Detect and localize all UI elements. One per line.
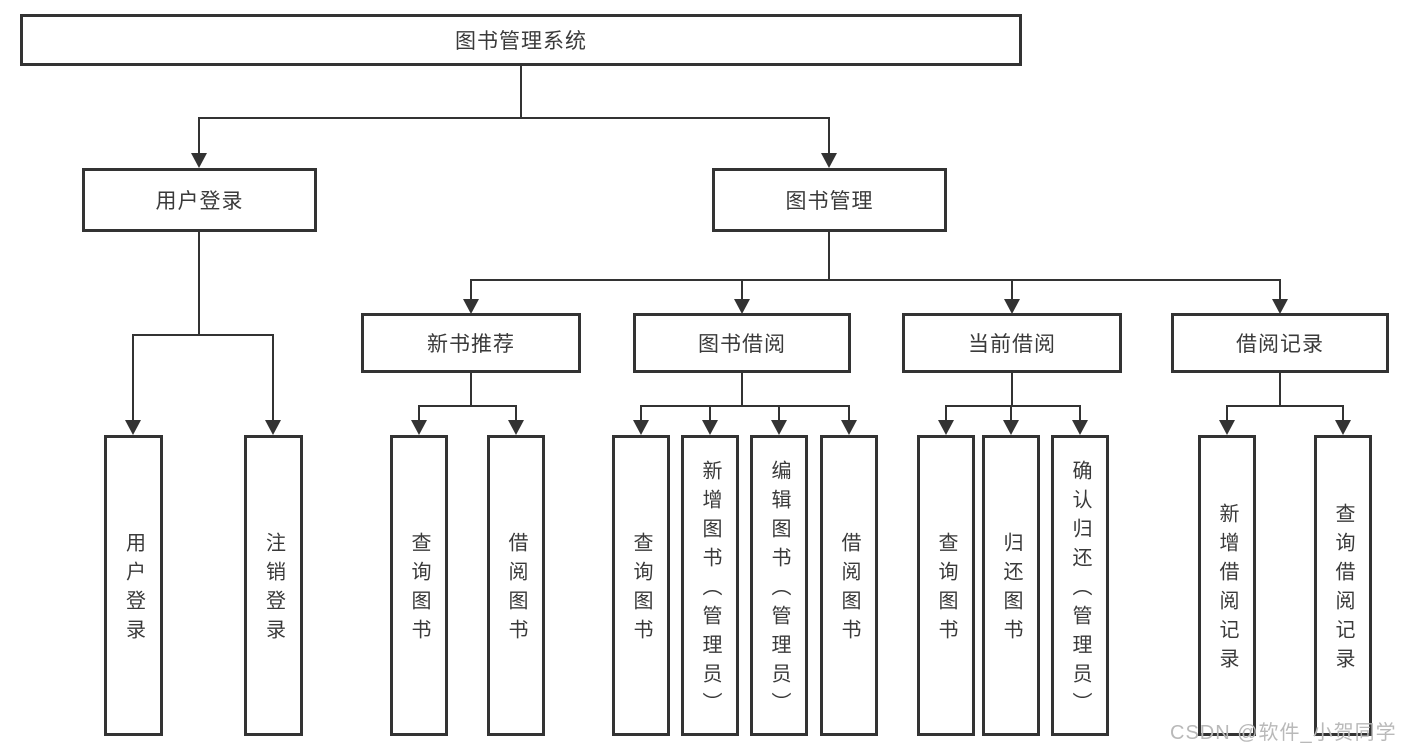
connector-line — [1226, 405, 1228, 422]
connector-line — [132, 334, 274, 336]
arrowhead-down-icon — [938, 420, 954, 435]
node-label: 查询图书 — [630, 532, 652, 648]
node-logout: 注销登录 — [244, 435, 303, 736]
node-label: 编辑图书（管理员） — [768, 459, 790, 721]
connector-line — [1226, 405, 1344, 407]
node-user-login: 用户登录 — [82, 168, 317, 232]
node-borrow-books-recommend: 借阅图书 — [487, 435, 545, 736]
connector-line — [945, 405, 947, 422]
node-add-books-admin: 新增图书（管理员） — [681, 435, 739, 736]
node-label: 归还图书 — [1000, 532, 1022, 648]
node-query-books-recommend: 查询图书 — [390, 435, 448, 736]
connector-line — [1342, 405, 1344, 422]
connector-line — [132, 334, 134, 422]
connector-line — [272, 334, 274, 422]
node-label: 注销登录 — [262, 532, 285, 648]
connector-line — [709, 405, 711, 422]
node-user-login-leaf: 用户登录 — [104, 435, 163, 736]
node-label: 确认归还（管理员） — [1069, 459, 1091, 721]
arrowhead-down-icon — [265, 420, 281, 435]
node-query-books-current: 查询图书 — [917, 435, 975, 736]
node-label: 用户登录 — [155, 190, 244, 213]
connector-line — [470, 373, 472, 406]
node-borrowing-records: 借阅记录 — [1171, 313, 1389, 373]
node-library-management-system: 图书管理系统 — [20, 14, 1022, 66]
arrowhead-down-icon — [1219, 420, 1235, 435]
arrowhead-down-icon — [508, 420, 524, 435]
node-label: 新书推荐 — [427, 333, 515, 356]
node-label: 图书管理系统 — [455, 30, 587, 53]
arrowhead-down-icon — [1272, 299, 1288, 314]
connector-line — [198, 232, 200, 335]
node-label: 借阅图书 — [838, 532, 860, 648]
connector-line — [1010, 405, 1012, 422]
node-label: 查询图书 — [935, 532, 957, 648]
arrowhead-down-icon — [633, 420, 649, 435]
arrowhead-down-icon — [821, 153, 837, 168]
csdn-watermark: CSDN @软件_小贺同学 — [1170, 722, 1397, 744]
node-return-books: 归还图书 — [982, 435, 1040, 736]
node-book-management: 图书管理 — [712, 168, 947, 232]
connector-line — [198, 117, 830, 119]
node-label: 当前借阅 — [968, 333, 1056, 356]
arrowhead-down-icon — [841, 420, 857, 435]
connector-line — [640, 405, 642, 422]
node-edit-books-admin: 编辑图书（管理员） — [750, 435, 808, 736]
arrowhead-down-icon — [463, 299, 479, 314]
node-new-book-recommendation: 新书推荐 — [361, 313, 581, 373]
connector-line — [1279, 279, 1281, 301]
connector-line — [640, 405, 850, 407]
connector-line — [198, 117, 200, 155]
node-label: 查询借阅记录 — [1332, 503, 1354, 677]
connector-line — [741, 279, 743, 301]
connector-line — [945, 405, 1081, 407]
arrowhead-down-icon — [1003, 420, 1019, 435]
node-label: 新增图书（管理员） — [699, 459, 721, 721]
node-label: 图书管理 — [785, 190, 874, 213]
arrowhead-down-icon — [1004, 299, 1020, 314]
connector-line — [470, 279, 1281, 281]
connector-line — [1279, 373, 1281, 406]
arrowhead-down-icon — [191, 153, 207, 168]
connector-line — [848, 405, 850, 422]
node-confirm-return-admin: 确认归还（管理员） — [1051, 435, 1109, 736]
node-current-borrowing: 当前借阅 — [902, 313, 1122, 373]
node-label: 查询图书 — [408, 532, 430, 648]
connector-line — [418, 405, 517, 407]
connector-line — [515, 405, 517, 422]
node-query-books-borrow: 查询图书 — [612, 435, 670, 736]
arrowhead-down-icon — [1335, 420, 1351, 435]
node-label: 图书借阅 — [698, 333, 786, 356]
node-book-borrowing: 图书借阅 — [633, 313, 851, 373]
node-label: 借阅记录 — [1236, 333, 1324, 356]
connector-line — [1011, 279, 1013, 301]
arrowhead-down-icon — [734, 299, 750, 314]
node-borrow-books-leaf: 借阅图书 — [820, 435, 878, 736]
connector-line — [1011, 373, 1013, 406]
connector-line — [828, 232, 830, 280]
connector-line — [1079, 405, 1081, 422]
node-label: 借阅图书 — [505, 532, 527, 648]
arrowhead-down-icon — [702, 420, 718, 435]
arrowhead-down-icon — [1072, 420, 1088, 435]
connector-line — [418, 405, 420, 422]
arrowhead-down-icon — [411, 420, 427, 435]
arrowhead-down-icon — [125, 420, 141, 435]
node-query-borrow-record: 查询借阅记录 — [1314, 435, 1372, 736]
arrowhead-down-icon — [771, 420, 787, 435]
connector-line — [778, 405, 780, 422]
connector-line — [520, 66, 522, 119]
node-add-borrow-record: 新增借阅记录 — [1198, 435, 1256, 736]
node-label: 用户登录 — [122, 532, 145, 648]
connector-line — [470, 279, 472, 301]
node-label: 新增借阅记录 — [1216, 503, 1238, 677]
connector-line — [741, 373, 743, 406]
connector-line — [828, 117, 830, 155]
